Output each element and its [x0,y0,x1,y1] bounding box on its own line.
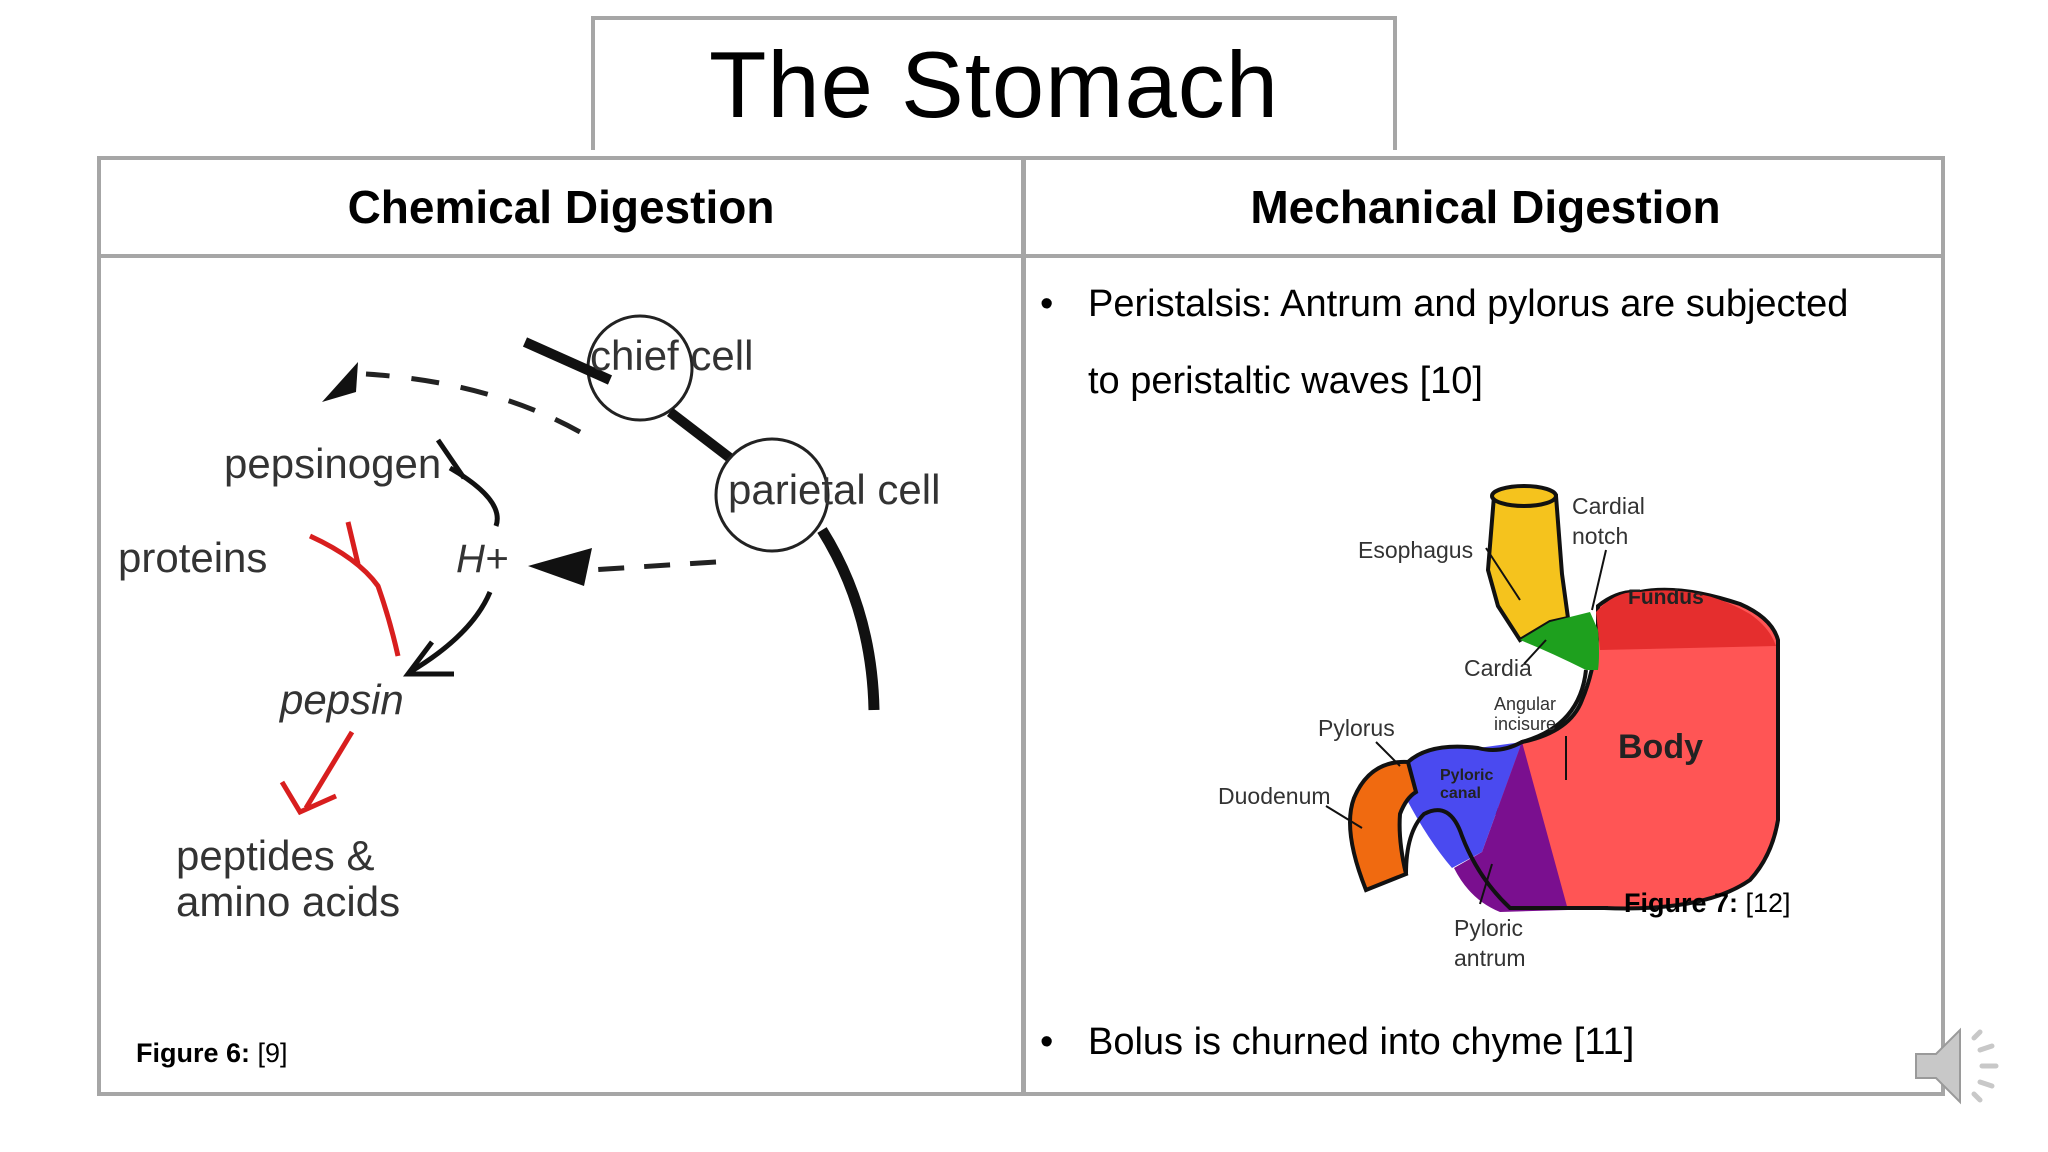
protein-cleavage-line [308,533,401,657]
esophagus-label: Esophagus [1358,537,1473,563]
parietal-cell-label: parietal cell [728,466,940,513]
pyloric-canal-label-line1: Pyloric [1440,767,1493,784]
figure-7-label: Figure 7: [1624,888,1739,918]
column-divider [1021,160,1026,1092]
fundus-label: Fundus [1628,586,1704,609]
pepsinogen-secretion-dashes [365,371,582,435]
pyloric-canal [1406,742,1522,868]
stomach-greater-curvature [1404,808,1608,910]
cardial-label-line1: Cardial [1572,493,1645,519]
slide-title: The Stomach [708,32,1280,137]
duodenum-leader [1325,805,1363,829]
cardia-leader [1523,639,1547,665]
cardia [1520,612,1599,670]
cardial-notch-leader [1591,549,1607,611]
peristalsis-line2: to peristaltic waves [10] [1088,360,1483,402]
pyloric-antrum-label-line2: antrum [1454,945,1526,971]
figure-7-caption: Figure 7: [12] [1624,888,1791,919]
pepsinogen-label: pepsinogen [224,440,441,487]
figure-6-caption: Figure 6: [9] [136,1038,288,1069]
activation-arrowhead [403,640,454,677]
chief-cell-label: chief cell [590,332,753,379]
angular-label-line2: incisure [1494,714,1556,734]
proteins-label: proteins [118,534,267,581]
stomach-lesser-curvature [1406,669,1588,764]
parietal-cell-circle [714,437,830,553]
h-secretion-dashes [589,559,717,573]
cardia-label: Cardia [1464,655,1532,681]
h-plus-label: H+ [456,537,508,581]
chief-cell-membrane [522,337,613,385]
cardial-label-line2: notch [1572,523,1628,549]
esophagus-opening [1490,484,1558,508]
chemical-digestion-diagram: chief cell parietal cell pepsinogen prot… [118,314,940,925]
pepsin-label: pepsin [278,676,404,723]
parietal-cell-membrane [817,527,880,711]
speaker-icon[interactable] [1908,1016,2008,1116]
activation-tick [435,438,467,480]
header-divider [101,254,1941,258]
duodenum [1348,759,1419,893]
protein-cleavage-tick [345,521,361,565]
figure-6-label: Figure 6: [136,1038,251,1068]
pyloric-antrum [1454,742,1568,912]
chyme-text: Bolus is churned into chyme [11] [1088,1021,1635,1063]
peptides-label-line1: peptides & [176,832,374,879]
figure-6-ref: [9] [250,1038,288,1068]
peristalsis-line1: Peristalsis: Antrum and pylorus are subj… [1088,283,1849,325]
figure-7-ref: [12] [1738,888,1791,918]
stomach-body [1485,587,1780,911]
pepsinogen-arrowhead [322,362,358,402]
activation-arc-lower [408,591,493,675]
esophagus-leader [1485,547,1521,601]
slide-title-box: The Stomach [591,16,1397,150]
pyloric-antrum-label-line1: Pyloric [1454,915,1523,941]
duodenum-label: Duodenum [1218,783,1331,809]
body-label: Body [1618,728,1703,766]
chemical-digestion-header: Chemical Digestion [347,181,775,233]
h-arrowhead [528,548,592,586]
pepsin-product-arrowhead [279,780,338,816]
pylorus-leader [1375,741,1401,767]
pepsin-product-arrow-line [303,730,355,810]
stomach-fundus [1596,590,1776,650]
chief-to-parietal-line [666,408,734,462]
peristalsis-bullet: • Peristalsis: Antrum and pylorus are su… [1040,266,1908,420]
angular-label-line1: Angular [1494,694,1556,714]
peptides-label-line2: amino acids [176,878,400,925]
chyme-bullet: • Bolus is churned into chyme [11] [1040,1004,1908,1081]
stomach-diagram: Cardial notch Esophagus Fundus Cardia An… [1218,484,1780,971]
activation-arc [448,465,500,527]
pyloric-antrum-leader [1479,863,1493,905]
mechanical-digestion-header: Mechanical Digestion [1250,181,1721,233]
pylorus-label: Pylorus [1318,715,1395,741]
bullet-dot: • [1040,283,1054,325]
pyloric-canal-label-line2: canal [1440,785,1481,802]
bullet-dot: • [1040,1021,1054,1063]
